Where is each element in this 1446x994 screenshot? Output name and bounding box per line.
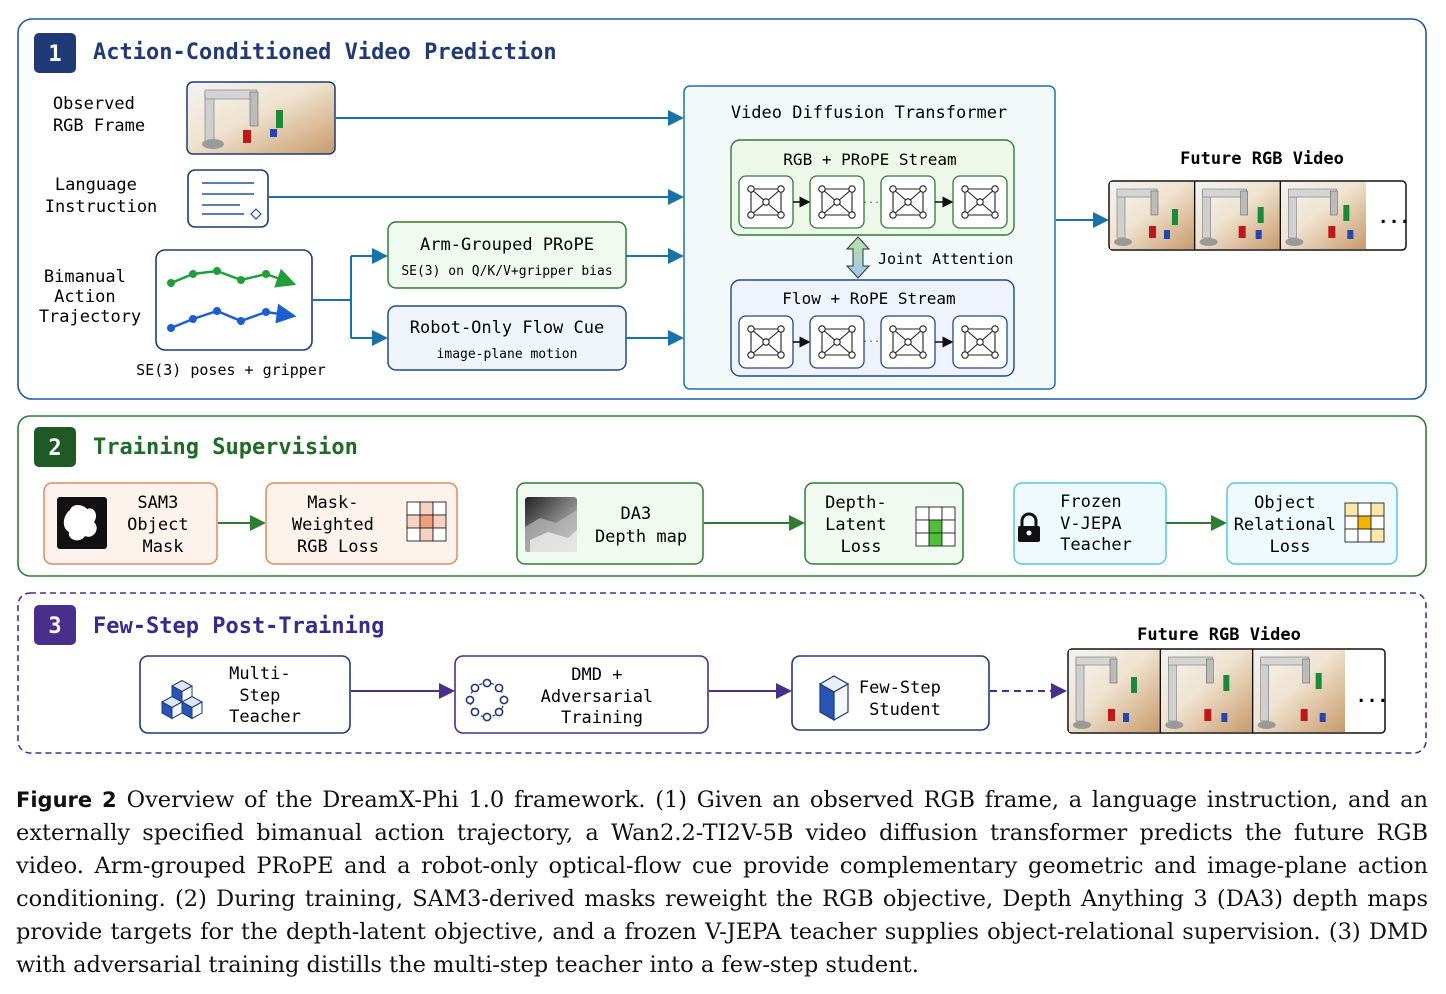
lock-icon [1018, 512, 1040, 542]
joint-attention-label: Joint Attention [878, 250, 1013, 268]
future-video-strip-1 [1108, 180, 1407, 251]
blue-cube [270, 129, 277, 137]
transformer-block [952, 175, 1008, 229]
future-video-title-1: Future RGB Video [1180, 149, 1344, 169]
depth-loss-label: Depth- Latent Loss [825, 493, 897, 557]
rgb-stream-title: RGB + PRoPE Stream [783, 150, 956, 169]
relational-loss-label: Object Relational Loss [1234, 493, 1347, 557]
rgb-stream-blocks [738, 175, 1008, 229]
video-frame [1110, 182, 1195, 249]
video-frame [1159, 649, 1253, 733]
language-label: Language Instruction [45, 175, 158, 217]
document-icon [187, 169, 269, 228]
cubes-icon [160, 679, 204, 720]
mask-loss-grid-icon [406, 501, 447, 542]
observed-frame [186, 81, 336, 155]
dmd-label: DMD + Adversarial Training [541, 665, 664, 728]
section2-number: 2 [48, 436, 61, 461]
section1-number: 1 [48, 42, 61, 67]
section3-number: 3 [48, 614, 61, 639]
red-cube [243, 130, 251, 143]
future-video-title-3: Future RGB Video [1137, 625, 1301, 645]
joint-attention-arrow [845, 236, 871, 279]
section1-badge [34, 33, 76, 73]
section2-badge [34, 427, 76, 467]
branch-connector [312, 256, 352, 338]
student-label: Few-Step Student [859, 678, 951, 720]
prope-title: Arm-Grouped PRoPE [420, 235, 594, 255]
section1-title: Action-Conditioned Video Prediction [93, 40, 557, 65]
flow-stream-box [730, 279, 1015, 377]
video-frame [1193, 181, 1281, 250]
vjepa-label: Frozen V-JEPA Teacher [1060, 492, 1132, 555]
trajectory-label: Bimanual Action Trajectory [39, 267, 141, 327]
transformer-block [880, 315, 936, 369]
transformer-block [809, 175, 865, 229]
mask-loss-label: Mask- Weighted RGB Loss [292, 493, 384, 557]
cube-icon [818, 675, 850, 722]
trajectory-plot [155, 249, 313, 351]
vdt-title: Video Diffusion Transformer [731, 103, 1007, 123]
section2-title: Training Supervision [93, 435, 358, 460]
relational-loss-grid-icon [1344, 502, 1385, 543]
future-video-strip-3 [1067, 648, 1386, 734]
flow-stream-title: Flow + RoPE Stream [782, 289, 955, 308]
caption-text: Overview of the DreamX-Phi 1.0 framework… [16, 787, 1428, 978]
da3-label: DA3 Depth map [595, 504, 687, 547]
flow-block-ellipsis: ... [862, 334, 880, 345]
transformer-block [809, 315, 865, 369]
transformer-block [880, 175, 936, 229]
video-frame [1279, 181, 1366, 250]
future-ellipsis-3: ... [1356, 686, 1389, 707]
green-cube [276, 110, 283, 128]
transformer-block [952, 315, 1008, 369]
rgb-block-ellipsis: ... [862, 195, 880, 206]
mask-icon [57, 497, 107, 549]
future-ellipsis-1: ... [1378, 207, 1411, 228]
prope-sub: SE(3) on Q/K/V+gripper bias [401, 264, 612, 279]
section3-title: Few-Step Post-Training [93, 614, 384, 639]
flow-cue-sub: image-plane motion [437, 347, 578, 362]
sam3-label: SAM3 Object Mask [127, 493, 199, 557]
video-frame [1069, 650, 1161, 732]
observed-label: Observed RGB Frame [53, 94, 145, 136]
transformer-block [738, 315, 794, 369]
trajectory-caption: SE(3) poses + gripper [136, 361, 326, 379]
cycle-ring-icon [465, 678, 509, 722]
flow-stream-blocks [738, 315, 1008, 369]
depth-map-icon [525, 497, 577, 552]
caption-lead: Figure 2 [16, 788, 117, 812]
video-frame [1251, 649, 1345, 733]
teacher-label: Multi- Step Teacher [229, 664, 301, 727]
robot-arm [204, 91, 215, 143]
section3-badge [34, 605, 76, 645]
dmd-box [454, 655, 709, 734]
flow-cue-title: Robot-Only Flow Cue [410, 318, 604, 338]
rgb-stream-box [730, 139, 1015, 236]
depth-loss-grid-icon [915, 506, 956, 547]
transformer-block [738, 175, 794, 229]
